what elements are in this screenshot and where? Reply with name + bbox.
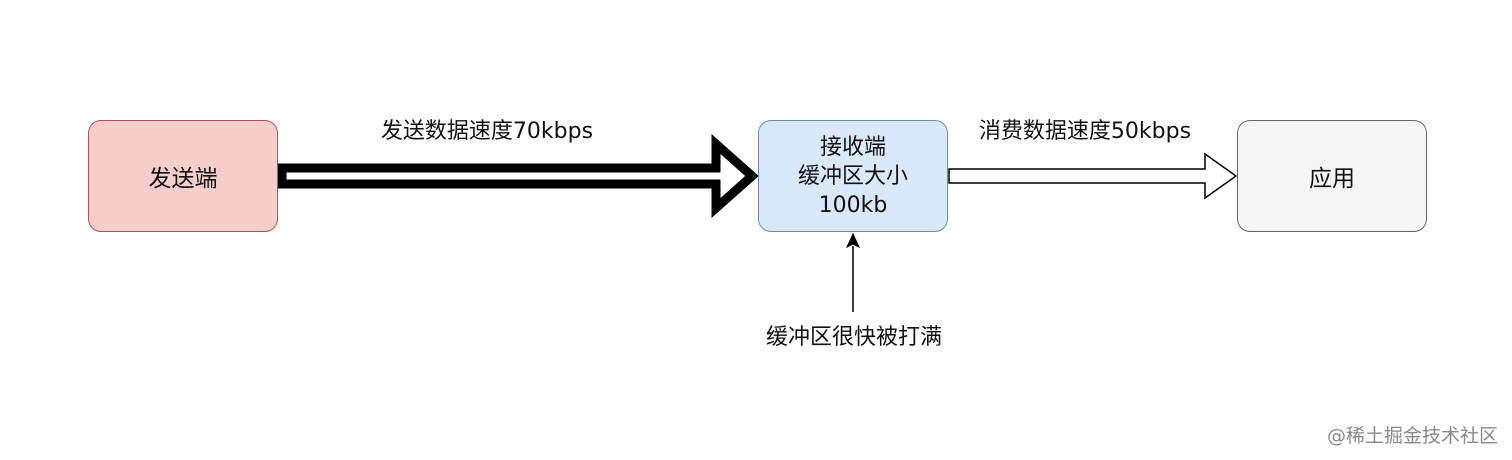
receiver-label-line2: 缓冲区大小 [797,163,908,189]
sender-node: 发送端 [88,120,278,232]
sender-label: 发送端 [148,166,218,192]
buffer-full-label: 缓冲区很快被打满 [765,325,942,350]
buffer-full-pointer-head [845,232,861,249]
app-label: 应用 [1309,166,1355,192]
send-rate-label: 发送数据速度70kbps [380,119,594,144]
watermark-text: @稀土掘金技术社区 [1326,425,1498,447]
receiver-label-line3: 100kb [818,192,888,218]
send-flow-arrow [277,133,759,219]
consume-flow-arrow [948,152,1238,200]
app-node: 应用 [1237,120,1427,232]
receiver-label-line1: 接收端 [819,134,886,160]
receiver-node: 接收端 缓冲区大小 100kb [758,120,948,232]
consume-rate-label: 消费数据速度50kbps [978,119,1192,144]
